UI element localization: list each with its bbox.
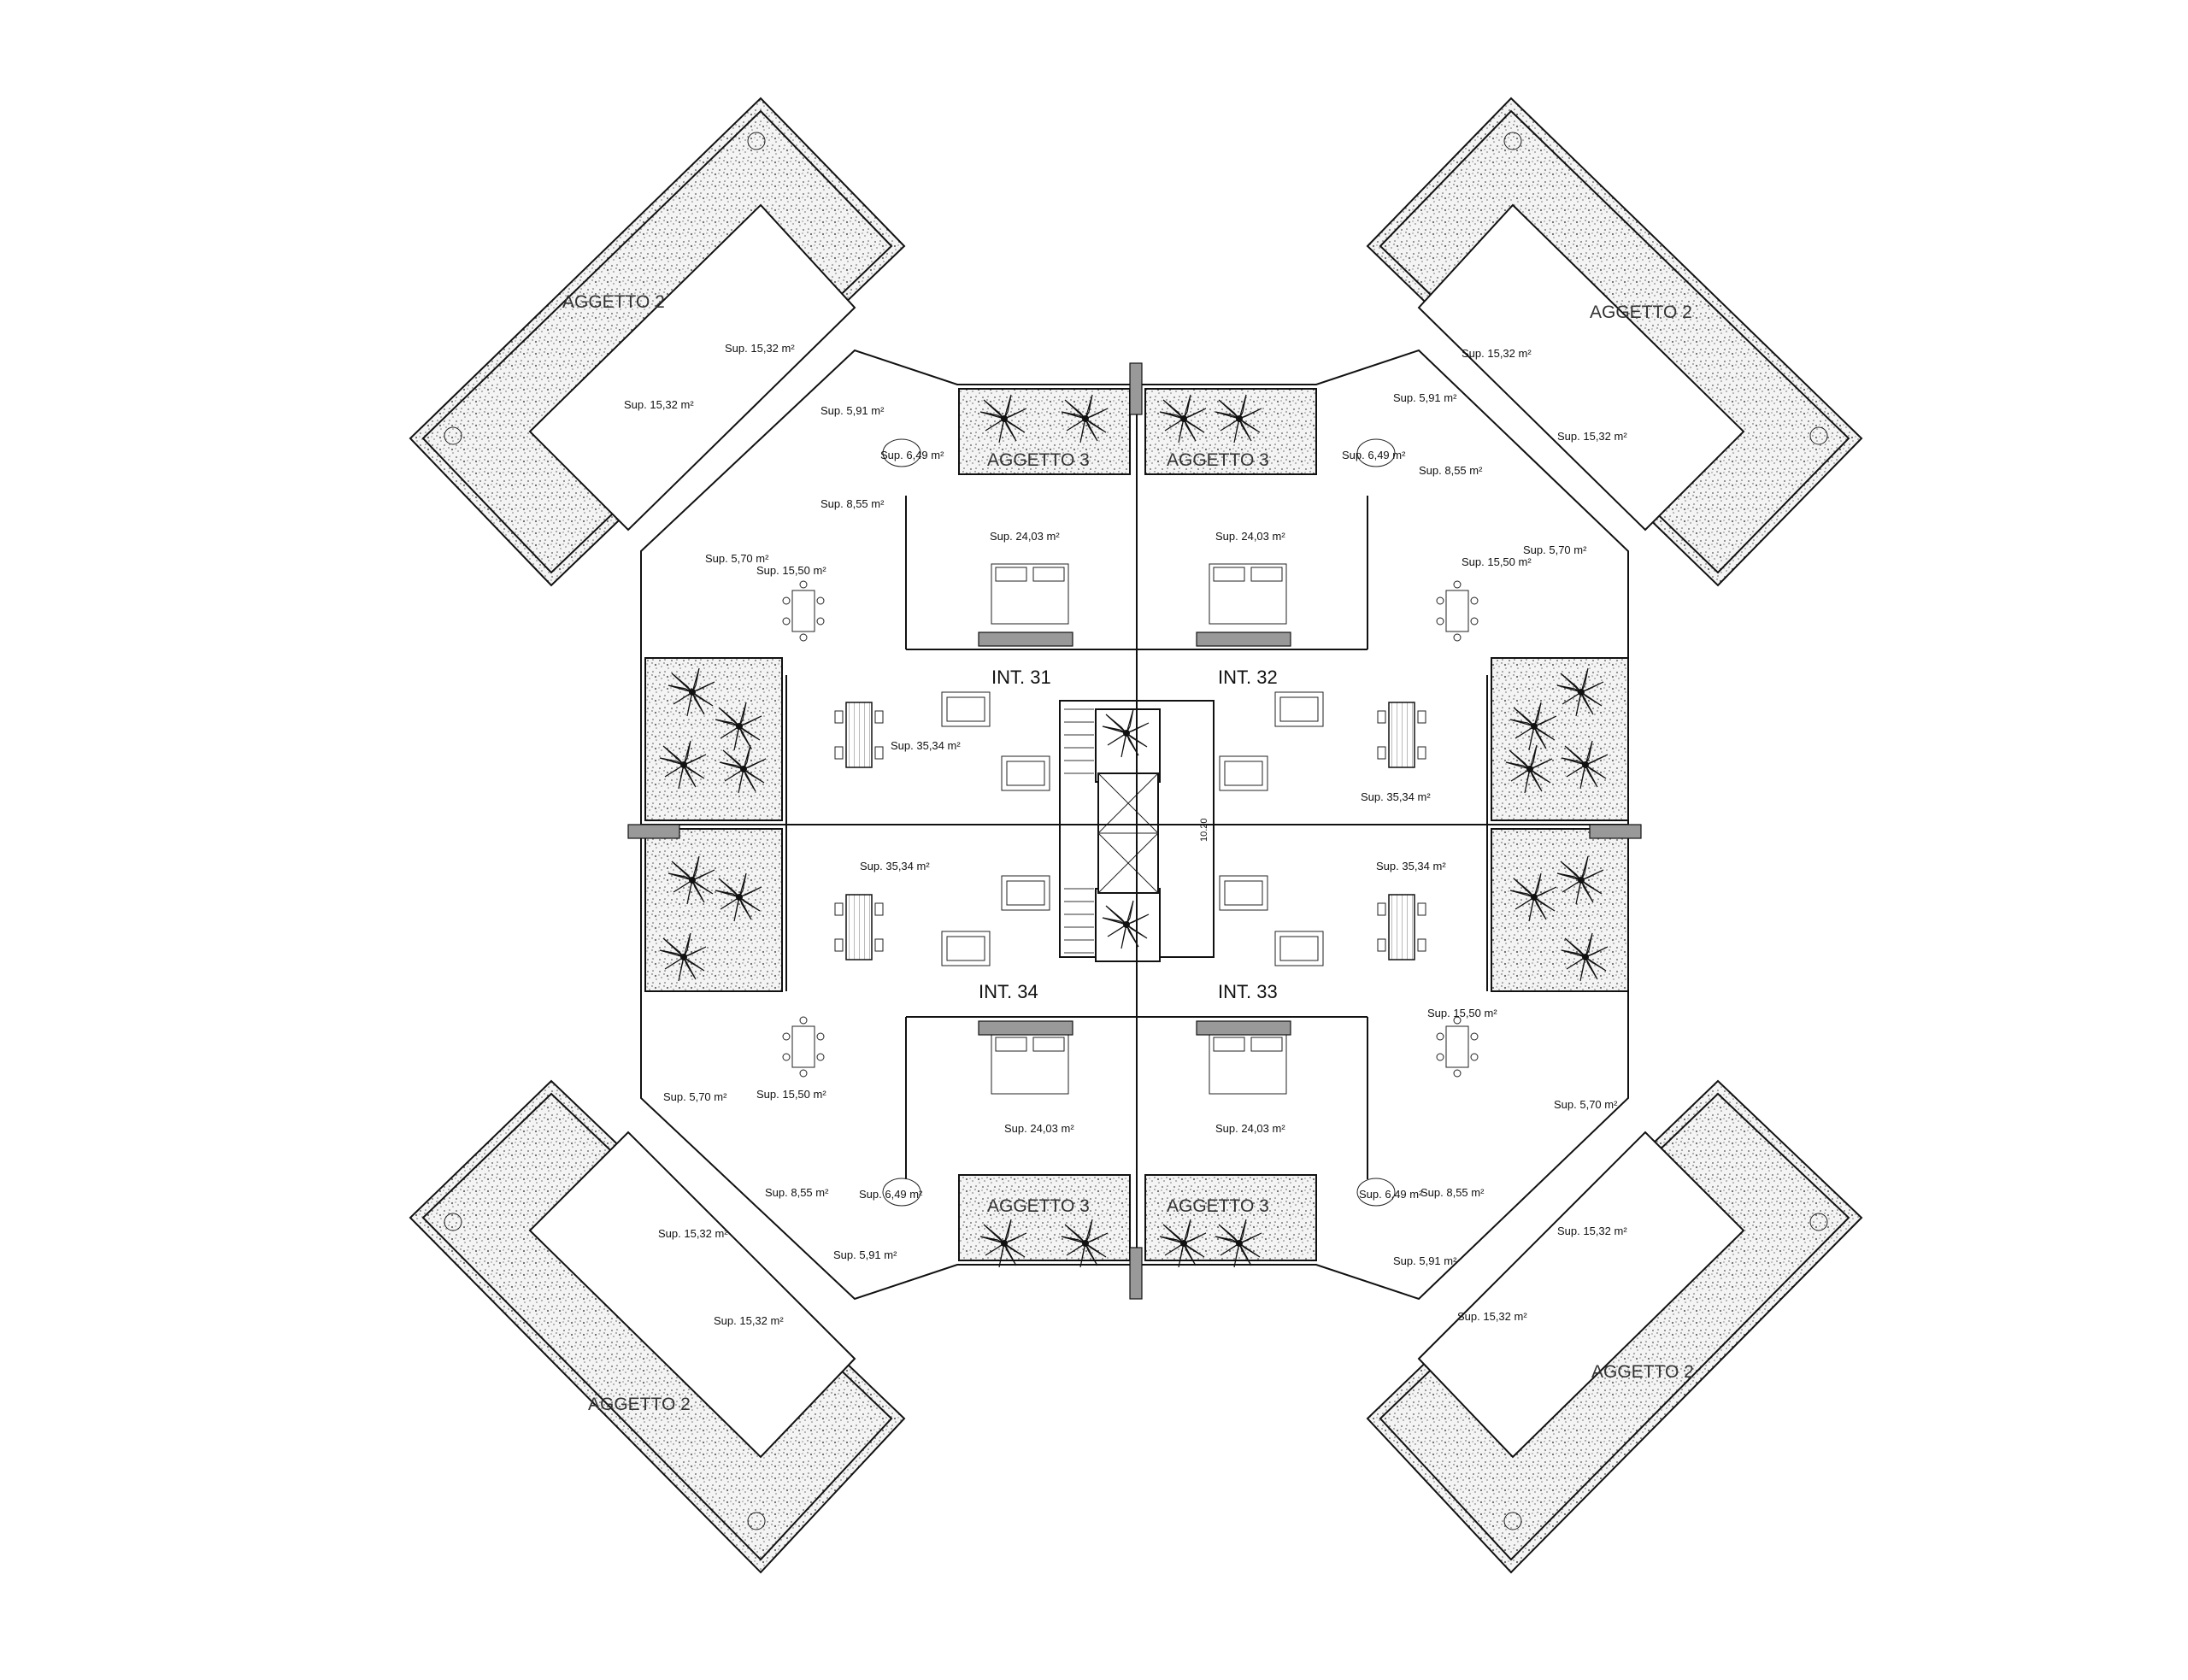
balcony-label-corner-sw: AGGETTO 2	[588, 1395, 691, 1414]
front-balcony-north	[958, 388, 1317, 475]
corner-terrace-ne	[1366, 97, 1863, 587]
unit-label-31: INT. 31	[991, 667, 1051, 688]
area-label: Sup. 8,55 m²	[765, 1186, 829, 1199]
area-label: Sup. 35,34 m²	[860, 860, 930, 872]
balcony-label-front-n2: AGGETTO 3	[1167, 450, 1269, 470]
dimension-label: 10.20	[1199, 818, 1209, 842]
area-label: Sup. 5,91 m²	[1393, 391, 1457, 404]
area-label: Sup. 35,34 m²	[891, 739, 961, 752]
area-label: Sup. 15,32 m²	[1557, 1225, 1627, 1237]
area-label: Sup. 8,55 m²	[820, 497, 885, 510]
unit-label-34: INT. 34	[979, 981, 1038, 1002]
area-label: Sup. 15,32 m²	[624, 398, 694, 411]
area-label: Sup. 15,32 m²	[1557, 430, 1627, 443]
corner-terrace-sw	[409, 1079, 906, 1574]
area-label: Sup. 5,91 m²	[1393, 1254, 1457, 1267]
area-label: Sup. 5,91 m²	[833, 1248, 897, 1261]
balcony-label-corner-nw: AGGETTO 2	[562, 292, 665, 312]
elevator-icon	[1097, 772, 1159, 894]
corner-terrace-nw	[409, 97, 906, 587]
area-label: Sup. 15,50 m²	[1462, 555, 1532, 568]
balcony-label-front-n1: AGGETTO 3	[987, 450, 1090, 470]
area-label: Sup. 8,55 m²	[1419, 464, 1483, 477]
area-label: Sup. 6,49 m²	[1359, 1188, 1423, 1201]
corner-terrace-se	[1366, 1079, 1863, 1574]
area-label: Sup. 24,03 m²	[990, 530, 1060, 543]
area-label: Sup. 5,70 m²	[705, 552, 769, 565]
area-label: Sup. 6,49 m²	[880, 449, 944, 461]
pillar	[627, 362, 1642, 1300]
balcony-label-front-s2: AGGETTO 3	[1167, 1196, 1269, 1216]
area-label: Sup. 5,70 m²	[1523, 543, 1587, 556]
area-label: Sup. 15,32 m²	[725, 342, 795, 355]
area-label: Sup. 6,49 m²	[859, 1188, 923, 1201]
area-label: Sup. 5,91 m²	[820, 404, 885, 417]
unit-label-33: INT. 33	[1218, 981, 1278, 1002]
balcony-labels: AGGETTO 2 AGGETTO 2 AGGETTO 2 AGGETTO 2 …	[562, 292, 1694, 1414]
area-label: Sup. 24,03 m²	[1215, 1122, 1285, 1135]
area-label: Sup. 35,34 m²	[1361, 790, 1431, 803]
area-label: Sup. 15,50 m²	[756, 564, 826, 577]
balcony-label-corner-ne: AGGETTO 2	[1590, 303, 1692, 322]
area-label: Sup. 24,03 m²	[1215, 530, 1285, 543]
area-labels: Sup. 15,32 m² Sup. 15,32 m² Sup. 5,91 m²…	[624, 342, 1627, 1327]
balcony-label-corner-se: AGGETTO 2	[1591, 1362, 1694, 1382]
area-label: Sup. 5,70 m²	[663, 1090, 727, 1103]
bathtub-icon	[882, 438, 1396, 1207]
side-balcony-east	[1491, 657, 1629, 992]
area-label: Sup. 15,32 m²	[658, 1227, 728, 1240]
unit-label-32: INT. 32	[1218, 667, 1278, 688]
area-label: Sup. 15,50 m²	[756, 1088, 826, 1101]
area-label: Sup. 5,70 m²	[1554, 1098, 1618, 1111]
unit-labels: INT. 31 INT. 32 INT. 34 INT. 33	[979, 667, 1278, 1002]
building-outline	[640, 349, 1629, 1301]
area-label: Sup. 35,34 m²	[1376, 860, 1446, 872]
area-label: Sup. 15,32 m²	[714, 1314, 784, 1327]
front-balcony-south	[958, 1174, 1317, 1261]
area-label: Sup. 24,03 m²	[1004, 1122, 1074, 1135]
area-label: Sup. 15,32 m²	[1457, 1310, 1527, 1323]
area-label: Sup. 15,50 m²	[1427, 1007, 1497, 1019]
area-label: Sup. 15,32 m²	[1462, 347, 1532, 360]
area-label: Sup. 6,49 m²	[1342, 449, 1406, 461]
area-label: Sup. 8,55 m²	[1420, 1186, 1485, 1199]
balcony-label-front-s1: AGGETTO 3	[987, 1196, 1090, 1216]
